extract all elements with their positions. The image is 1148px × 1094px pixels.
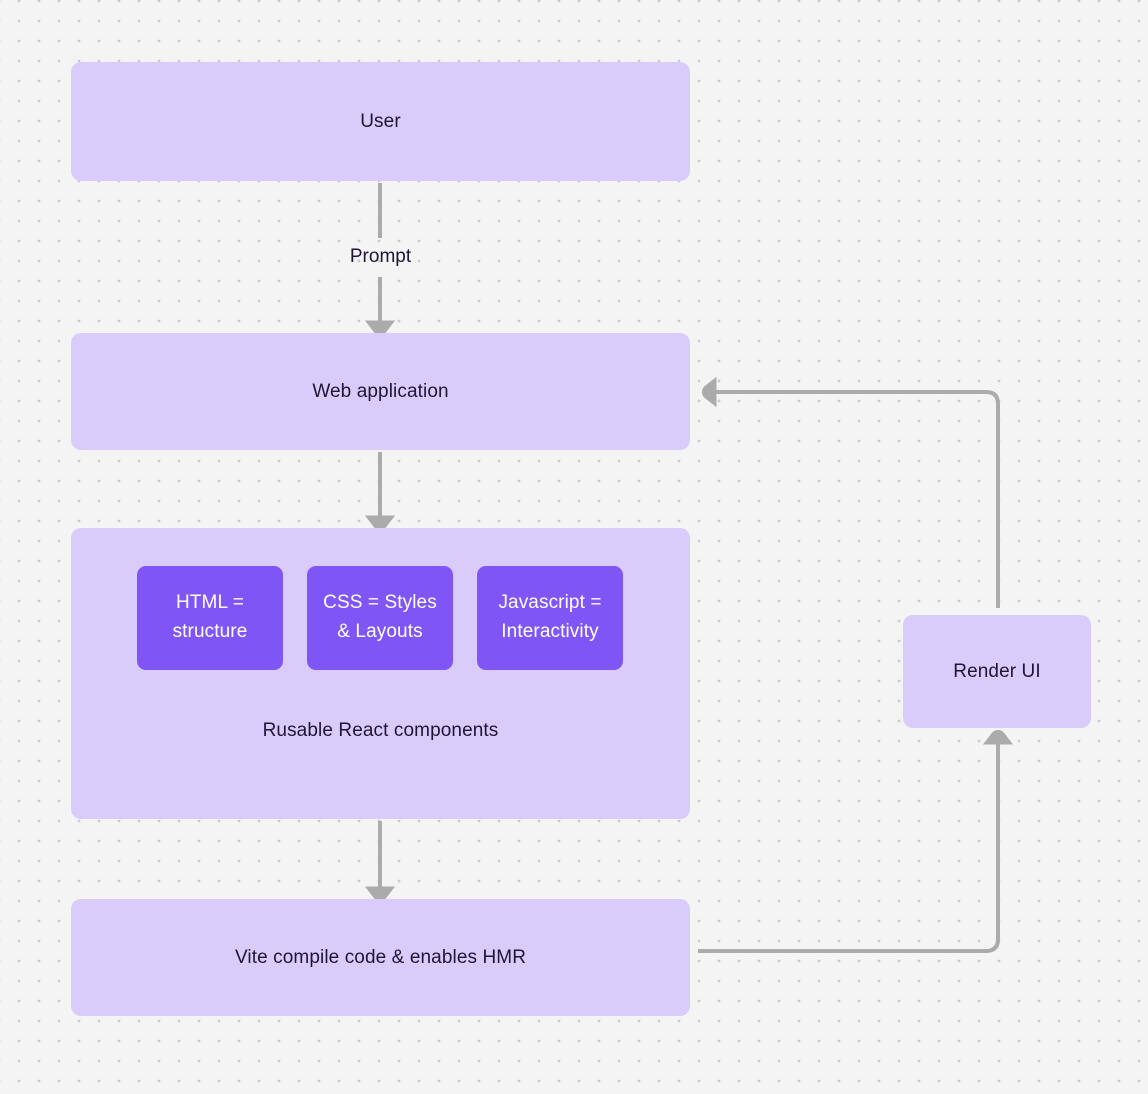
chip-html[interactable]: HTML = structure (137, 566, 283, 670)
node-user[interactable]: User (71, 62, 690, 181)
chip-css[interactable]: CSS = Styles & Layouts (307, 566, 453, 670)
node-react-components-caption: Rusable React components (262, 720, 499, 741)
node-react-components[interactable]: HTML = structure CSS = Styles & Layouts … (71, 528, 690, 819)
chip-javascript-line1: Javascript = (498, 592, 602, 614)
node-user-label: User (360, 110, 401, 132)
chip-html-line1: HTML = (175, 592, 244, 614)
node-vite-label: Vite compile code & enables HMR (234, 946, 527, 968)
node-web-application[interactable]: Web application (71, 333, 690, 450)
chip-css-label: CSS = Styles & Layouts (323, 589, 437, 647)
chip-html-line2: structure (172, 621, 248, 642)
edge-vite-to-render (698, 738, 998, 953)
chip-javascript[interactable]: Javascript = Interactivity (477, 566, 623, 670)
edge-render-to-webapp (710, 392, 1000, 608)
chip-css-line2: & Layouts (337, 621, 423, 642)
node-render-ui[interactable]: Render UI (903, 615, 1091, 728)
node-render-ui-label: Render UI (953, 660, 1041, 682)
node-vite[interactable]: Vite compile code & enables HMR (71, 899, 690, 1016)
chip-css-line1: CSS = Styles (323, 592, 437, 614)
node-web-application-label: Web application (312, 380, 449, 402)
edge-label-prompt: Prompt (349, 246, 412, 267)
chip-javascript-line2: Interactivity (501, 621, 599, 642)
chip-javascript-label: Javascript = Interactivity (498, 589, 601, 647)
chip-html-label: HTML = structure (173, 589, 248, 647)
